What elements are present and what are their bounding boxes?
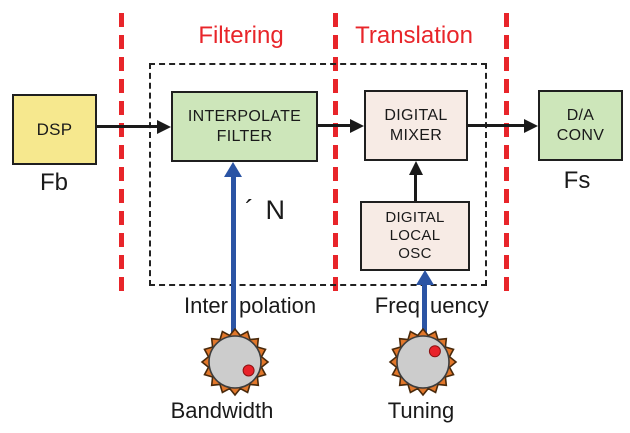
multiplier-n-label: ´ N: [245, 195, 287, 225]
dsp-block: DSP: [12, 94, 97, 165]
section-divider-left-line: [119, 13, 124, 293]
digital-local-osc-label-line1: DIGITAL: [385, 209, 445, 226]
interpolation-label-left: Inter: [183, 293, 228, 318]
section-divider-middle-line: [333, 13, 338, 293]
processing-dashed-box: [149, 63, 487, 286]
digital-mixer-label-line2: MIXER: [389, 126, 443, 144]
digital-local-osc-block: DIGITAL LOCAL OSC: [360, 201, 470, 271]
digital-mixer-block: DIGITAL MIXER: [364, 90, 468, 161]
frequency-label-right: uency: [430, 293, 489, 318]
da-conv-label-line1: D/A: [566, 106, 595, 124]
arrow-osc-to-mixer-shaft: [414, 172, 417, 201]
arrow-mixer-to-dac-shaft: [468, 124, 528, 127]
arrow-osc-to-mixer-head: [409, 161, 423, 175]
tuning-control-arrow-head: [416, 270, 434, 285]
interpolation-label-right: polation: [239, 293, 317, 318]
arrow-filter-to-mixer-head: [350, 119, 364, 133]
da-conv-block: D/A CONV: [538, 90, 623, 161]
tuning-knob-face: [396, 335, 450, 389]
arrow-dsp-to-filter-shaft: [97, 125, 159, 128]
digital-mixer-label-line1: DIGITAL: [384, 106, 448, 124]
arrow-dsp-to-filter-head: [157, 120, 171, 134]
digital-local-osc-label-line2: LOCAL: [389, 227, 441, 244]
section-label-filtering: Filtering: [198, 22, 284, 49]
fb-rate-label: Fb: [39, 169, 68, 196]
bandwidth-knob-indicator-dot: [242, 364, 255, 377]
bandwidth-knob-face: [208, 335, 262, 389]
bandwidth-knob-label: Bandwidth: [170, 398, 274, 423]
tuning-knob-indicator-dot: [428, 345, 441, 358]
bandwidth-control-arrow-head: [224, 162, 242, 177]
dsp-block-label: DSP: [36, 119, 73, 139]
bandwidth-control-arrow-shaft: [231, 176, 236, 340]
interpolate-filter-label-line2: FILTER: [216, 127, 273, 145]
arrow-mixer-to-dac-head: [524, 119, 538, 133]
interpolate-filter-block: INTERPOLATE FILTER: [171, 91, 318, 162]
section-divider-right-line: [504, 13, 509, 293]
tuning-knob: [388, 327, 458, 397]
section-label-translation: Translation: [355, 22, 473, 49]
frequency-label-left: Freq: [374, 293, 420, 318]
bandwidth-knob: [200, 327, 270, 397]
digital-local-osc-label-line3: OSC: [398, 245, 432, 262]
arrow-filter-to-mixer-shaft: [318, 124, 354, 127]
tuning-knob-label: Tuning: [387, 398, 455, 423]
interpolate-filter-label-line1: INTERPOLATE: [187, 107, 302, 125]
da-conv-label-line2: CONV: [556, 126, 605, 144]
fs-rate-label: Fs: [563, 167, 591, 194]
tuning-control-arrow-shaft: [422, 284, 427, 340]
